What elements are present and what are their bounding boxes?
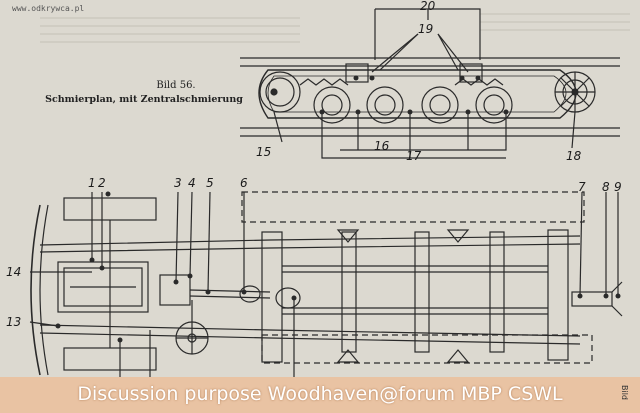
- label-8: 8: [602, 180, 610, 194]
- watermark-text: Discussion purpose Woodhaven@forum MBP C…: [77, 383, 563, 405]
- idler-wheel: [259, 71, 301, 113]
- label-1: 1: [88, 176, 96, 190]
- front-wheel-left: [63, 197, 157, 221]
- figure-title: Bild 56.: [156, 80, 196, 91]
- label-5: 5: [206, 176, 214, 190]
- front-wheel-right: [63, 347, 157, 371]
- label-14: 14: [6, 265, 22, 279]
- page-edge-text: Bild: [620, 384, 630, 401]
- label-19: 19: [418, 22, 434, 36]
- track-assembly: [240, 8, 620, 159]
- figure-subtitle: Schmierplan, mit Zentralschmierung: [45, 94, 243, 105]
- road-wheel-3: [421, 86, 459, 124]
- label-16: 16: [374, 139, 390, 153]
- gearbox: [159, 274, 191, 306]
- label-6: 6: [240, 176, 248, 190]
- label-9: 9: [614, 180, 622, 194]
- chassis-plan: [29, 191, 623, 395]
- label-18: 18: [566, 149, 582, 163]
- label-20: 20: [420, 0, 436, 13]
- differential: [275, 287, 301, 309]
- source-url: www.odkrywca.pl: [12, 4, 85, 13]
- label-2: 2: [98, 176, 106, 190]
- road-wheel-4: [475, 86, 513, 124]
- road-wheel-1: [313, 86, 351, 124]
- background-text-lines: [40, 13, 630, 43]
- label-17: 17: [406, 149, 422, 163]
- label-13: 13: [6, 315, 22, 329]
- label-15: 15: [256, 145, 272, 159]
- watermark-banner: [0, 377, 640, 413]
- label-7: 7: [578, 180, 586, 194]
- label-3: 3: [174, 176, 182, 190]
- label-4: 4: [188, 176, 196, 190]
- spring-left: [299, 78, 349, 86]
- road-wheel-2: [366, 86, 404, 124]
- engine: [57, 261, 149, 313]
